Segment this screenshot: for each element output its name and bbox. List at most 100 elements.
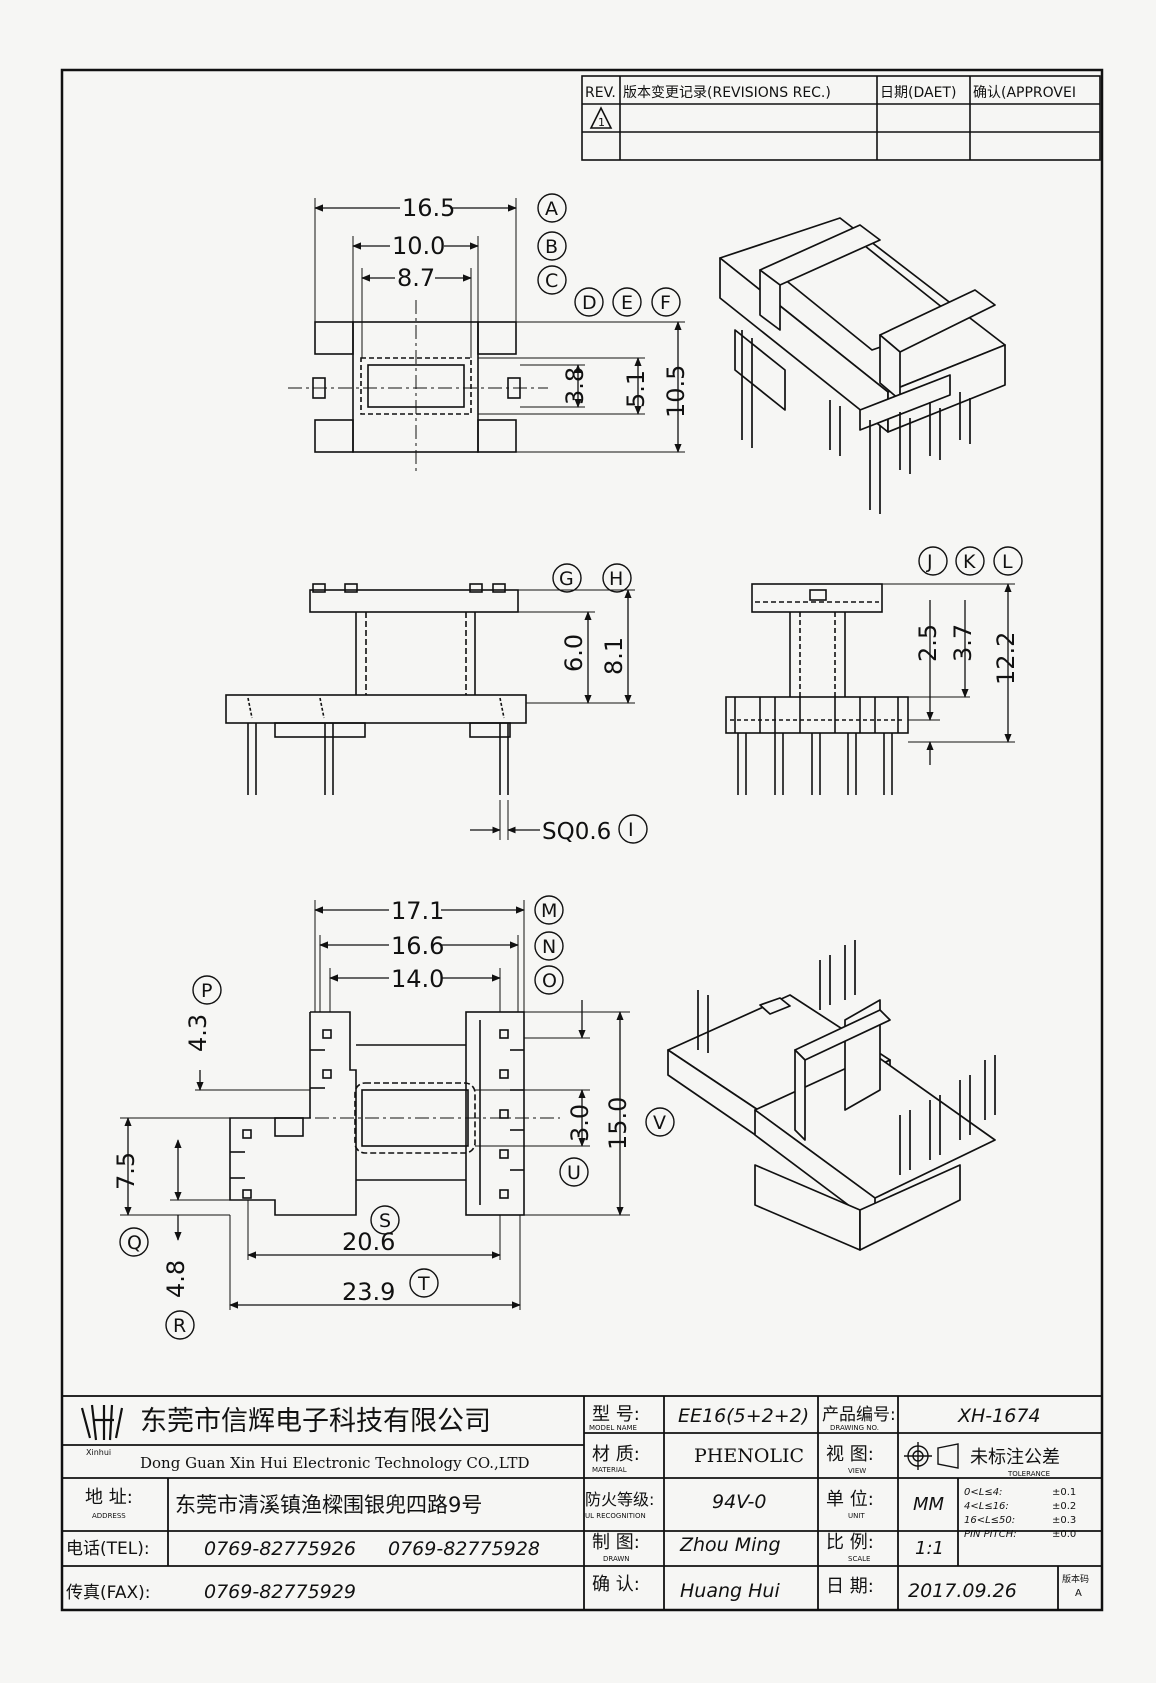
dim-6-0: 6.0 (560, 634, 588, 672)
dim-16-6: 16.6 (391, 932, 444, 960)
tolerance-range-4: PIN PITCH: (964, 1529, 1017, 1540)
scale-value: 1:1 (915, 1538, 944, 1559)
balloon-b: B (545, 236, 558, 258)
balloon-t: T (417, 1273, 430, 1295)
balloon-k: K (963, 551, 976, 573)
top-view (288, 198, 685, 475)
drawn-label: 制 图: (592, 1532, 640, 1553)
company-name-en: Dong Guan Xin Hui Electronic Technology … (140, 1454, 530, 1472)
isometric-bottom-view (667, 940, 996, 1251)
unit-value: MM (913, 1494, 945, 1515)
dim-17-1: 17.1 (391, 897, 444, 925)
logo-subtext: Xinhui (86, 1448, 111, 1457)
view-label-en: VIEW (848, 1467, 866, 1475)
scale-label: 比 例: (826, 1532, 874, 1553)
address-label-en: ADDRESS (92, 1512, 126, 1520)
tolerance-value-2: ±0.2 (1052, 1501, 1076, 1512)
tolerance-range-1: 0<L≤4: (964, 1487, 1002, 1498)
dim-16-5: 16.5 (402, 194, 455, 222)
front-view (225, 583, 635, 840)
projection-icon (904, 1442, 959, 1470)
tolerance-range-3: 16<L≤50: (964, 1515, 1015, 1526)
rev-symbol: 1 (598, 116, 605, 129)
title-block-grid (61, 1395, 1103, 1611)
date-label: 日 期: (826, 1576, 874, 1597)
date-header: 日期(DAET) (880, 85, 956, 101)
dim-4-8: 4.8 (162, 1260, 190, 1298)
flame-label: 防火等级: (585, 1490, 654, 1509)
tolerance-title: 未标注公差 (970, 1447, 1060, 1468)
drawn-value: Zhou Ming (679, 1534, 781, 1556)
dim-10-0: 10.0 (392, 232, 445, 260)
tolerance-value-1: ±0.1 (1052, 1487, 1076, 1498)
dim-3-8: 3.8 (561, 367, 589, 405)
balloon-i: I (628, 819, 634, 841)
balloon-d: D (582, 292, 597, 314)
dim-5-1: 5.1 (622, 370, 650, 408)
isometric-top-view (719, 217, 1006, 514)
balloon-e: E (621, 292, 633, 314)
approve-header: 确认(APPROVEI (973, 85, 1076, 101)
dim-23-9: 23.9 (342, 1278, 395, 1306)
company-logo (80, 1404, 124, 1441)
balloon-m: M (541, 900, 557, 922)
unit-label: 单 位: (826, 1489, 874, 1510)
balloon-a: A (545, 198, 558, 220)
scale-label-en: SCALE (848, 1555, 870, 1563)
material-label: 材 质: (592, 1444, 640, 1465)
dim-4-3: 4.3 (184, 1014, 212, 1052)
dim-sq0-6: SQ0.6 (542, 819, 611, 845)
material-value: PHENOLIC (694, 1445, 804, 1467)
dim-14-0: 14.0 (391, 965, 444, 993)
confirm-label: 确 认: (592, 1574, 640, 1595)
drawing-no-label-en: DRAWING NO. (830, 1424, 879, 1432)
model-label-en: MODEL NAME (589, 1424, 637, 1432)
tolerance-range-2: 4<L≤16: (964, 1501, 1009, 1512)
tel-value-1: 0769-82775926 (204, 1538, 356, 1560)
confirm-value: Huang Hui (680, 1580, 780, 1602)
tel-value-2: 0769-82775928 (388, 1538, 540, 1560)
material-label-en: MATERIAL (592, 1466, 627, 1474)
balloon-g: G (559, 568, 574, 590)
balloon-u: U (567, 1162, 581, 1184)
dim-3-7: 3.7 (949, 624, 977, 662)
dim-10-5: 10.5 (662, 365, 690, 418)
rev-header: REV. (585, 85, 616, 101)
balloon-h: H (609, 568, 623, 590)
balloon-s: S (379, 1210, 391, 1232)
balloon-q: Q (127, 1232, 142, 1254)
dim-2-5: 2.5 (914, 624, 942, 662)
drawn-label-en: DRAWN (603, 1555, 630, 1563)
model-label: 型 号: (592, 1404, 640, 1425)
version-value: A (1075, 1588, 1082, 1599)
flame-value: 94V-0 (712, 1491, 766, 1513)
balloon-n: N (542, 936, 556, 958)
company-name-cn: 东莞市信辉电子科技有限公司 (140, 1406, 491, 1437)
revisions-header: 版本变更记录(REVISIONS REC.) (623, 85, 831, 101)
balloon-v: V (653, 1112, 666, 1134)
drawing-no-value: XH-1674 (957, 1405, 1041, 1427)
tolerance-value-4: ±0.0 (1052, 1529, 1076, 1540)
fax-value: 0769-82775929 (204, 1581, 356, 1603)
fax-label: 传真(FAX): (66, 1583, 151, 1603)
tel-label: 电话(TEL): (66, 1539, 150, 1559)
dim-7-5: 7.5 (112, 1152, 140, 1190)
flame-label-en: UL RECOGNITION (585, 1512, 646, 1520)
tolerance-value-3: ±0.3 (1052, 1515, 1076, 1526)
version-label: 版本码 (1062, 1573, 1089, 1585)
tolerance-title-en: TOLERANCE (1007, 1470, 1050, 1478)
drawing-no-label: 产品编号: (822, 1405, 896, 1425)
unit-label-en: UNIT (848, 1512, 865, 1520)
date-value: 2017.09.26 (908, 1580, 1017, 1602)
address-value: 东莞市清溪镇渔樑围银兜四路9号 (175, 1493, 482, 1517)
side-view (725, 583, 1015, 795)
dim-15-0: 15.0 (604, 1097, 632, 1150)
balloon-f: F (660, 292, 671, 314)
balloon-o: O (542, 970, 557, 992)
dim-12-2: 12.2 (992, 632, 1020, 685)
dim-8-7: 8.7 (397, 264, 435, 292)
balloon-l: L (1002, 551, 1013, 573)
revision-table (581, 75, 1101, 161)
dim-8-1: 8.1 (600, 637, 628, 675)
